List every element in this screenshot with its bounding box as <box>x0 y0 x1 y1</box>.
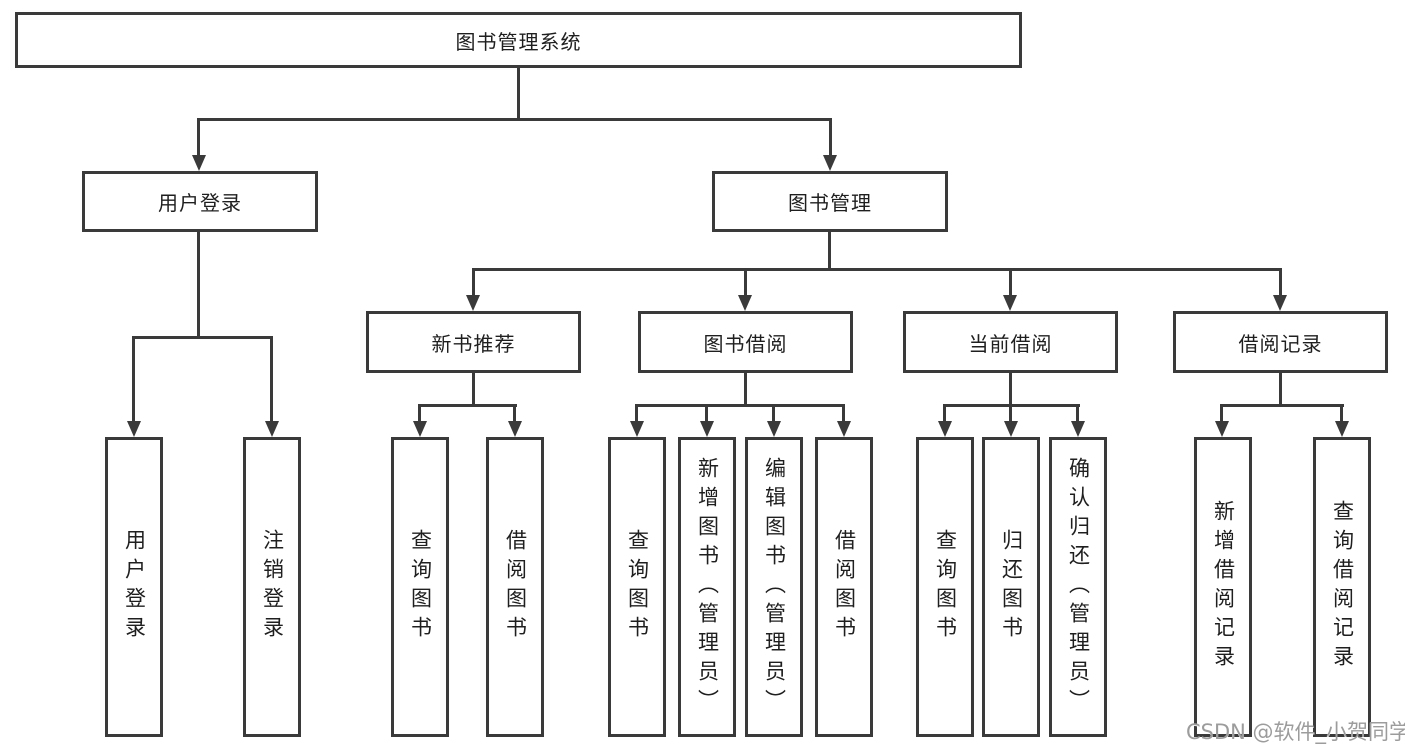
arrow-down-icon <box>837 421 851 437</box>
leaf-query-book-borrow: 查询图书 <box>608 437 666 737</box>
node-label: 借阅图书 <box>832 529 857 645</box>
arrow-down-icon <box>1335 421 1349 437</box>
node-new-book-recommend: 新书推荐 <box>366 311 581 373</box>
connector-line <box>1220 404 1223 421</box>
connector-line <box>635 404 845 407</box>
leaf-confirm-return-admin: 确认归还（管理员） <box>1049 437 1107 737</box>
connector-line <box>1076 404 1079 421</box>
node-book-borrow: 图书借阅 <box>638 311 853 373</box>
node-label: 图书管理系统 <box>455 29 582 54</box>
arrow-down-icon <box>700 421 714 437</box>
connector-line <box>635 404 638 421</box>
connector-line <box>132 336 135 421</box>
arrow-down-icon <box>1003 295 1017 311</box>
arrow-down-icon <box>508 421 522 437</box>
connector-line <box>513 404 516 421</box>
arrow-down-icon <box>630 421 644 437</box>
leaf-user-login: 用户登录 <box>105 437 163 737</box>
arrow-down-icon <box>1071 421 1085 437</box>
leaf-borrow-book-recommend: 借阅图书 <box>486 437 544 737</box>
leaf-query-borrow-record: 查询借阅记录 <box>1313 437 1371 737</box>
leaf-query-book-recommend: 查询图书 <box>391 437 449 737</box>
leaf-borrow-book: 借阅图书 <box>815 437 873 737</box>
connector-line <box>1279 268 1282 295</box>
arrow-down-icon <box>823 155 837 171</box>
node-label: 查询图书 <box>625 529 650 645</box>
connector-line <box>829 118 832 156</box>
connector-line <box>270 336 273 421</box>
leaf-add-book-admin: 新增图书（管理员） <box>678 437 736 737</box>
arrow-down-icon <box>1004 421 1018 437</box>
node-label: 借阅记录 <box>1238 331 1323 356</box>
arrow-down-icon <box>767 421 781 437</box>
node-label: 图书管理 <box>788 191 872 215</box>
arrow-down-icon <box>1215 421 1229 437</box>
connector-line <box>842 404 845 421</box>
node-label: 查询图书 <box>933 529 958 645</box>
node-label: 查询图书 <box>408 529 433 645</box>
connector-line <box>772 404 775 421</box>
connector-line <box>197 118 200 156</box>
connector-line <box>472 373 475 404</box>
arrow-down-icon <box>938 421 952 437</box>
connector-line <box>828 232 831 268</box>
connector-line <box>418 404 421 421</box>
node-label: 图书借阅 <box>703 331 788 356</box>
connector-line <box>744 373 747 404</box>
arrow-down-icon <box>1273 295 1287 311</box>
arrow-down-icon <box>127 421 141 437</box>
connector-line <box>1220 404 1344 407</box>
node-label: 用户登录 <box>158 191 242 215</box>
arrow-down-icon <box>192 155 206 171</box>
connector-line <box>1009 268 1012 295</box>
leaf-query-book-current: 查询图书 <box>916 437 974 737</box>
connector-line <box>197 118 832 121</box>
arrow-down-icon <box>466 295 480 311</box>
leaf-add-borrow-record: 新增借阅记录 <box>1194 437 1252 737</box>
node-borrow-record: 借阅记录 <box>1173 311 1388 373</box>
connector-line <box>1340 404 1343 421</box>
node-root-system: 图书管理系统 <box>15 12 1022 68</box>
connector-line <box>132 336 273 339</box>
node-label: 新书推荐 <box>431 331 516 356</box>
arrow-down-icon <box>738 295 752 311</box>
node-label: 注销登录 <box>260 529 285 645</box>
node-label: 当前借阅 <box>968 331 1053 356</box>
node-user-login: 用户登录 <box>82 171 318 232</box>
connector-line <box>197 232 200 336</box>
node-label: 借阅图书 <box>503 529 528 645</box>
node-book-management: 图书管理 <box>712 171 948 232</box>
node-label: 查询借阅记录 <box>1330 500 1355 674</box>
arrow-down-icon <box>265 421 279 437</box>
connector-line <box>943 404 946 421</box>
node-label: 归还图书 <box>999 529 1024 645</box>
node-label: 新增借阅记录 <box>1211 500 1236 674</box>
connector-line <box>472 268 1282 271</box>
node-label: 编辑图书（管理员） <box>762 456 787 718</box>
leaf-return-book: 归还图书 <box>982 437 1040 737</box>
arrow-down-icon <box>413 421 427 437</box>
connector-line <box>418 404 517 407</box>
connector-line <box>1279 373 1282 404</box>
node-current-borrow: 当前借阅 <box>903 311 1118 373</box>
node-label: 新增图书（管理员） <box>695 456 720 718</box>
connector-line <box>744 268 747 295</box>
connector-line <box>517 68 520 118</box>
connector-line <box>1009 373 1012 404</box>
watermark: CSDN @软件_小贺同学 <box>1186 720 1405 744</box>
node-label: 确认归还（管理员） <box>1066 456 1091 718</box>
connector-line <box>705 404 708 421</box>
connector-line <box>1009 404 1012 421</box>
connector-line <box>472 268 475 295</box>
leaf-logout: 注销登录 <box>243 437 301 737</box>
node-label: 用户登录 <box>122 529 147 645</box>
leaf-edit-book-admin: 编辑图书（管理员） <box>745 437 803 737</box>
